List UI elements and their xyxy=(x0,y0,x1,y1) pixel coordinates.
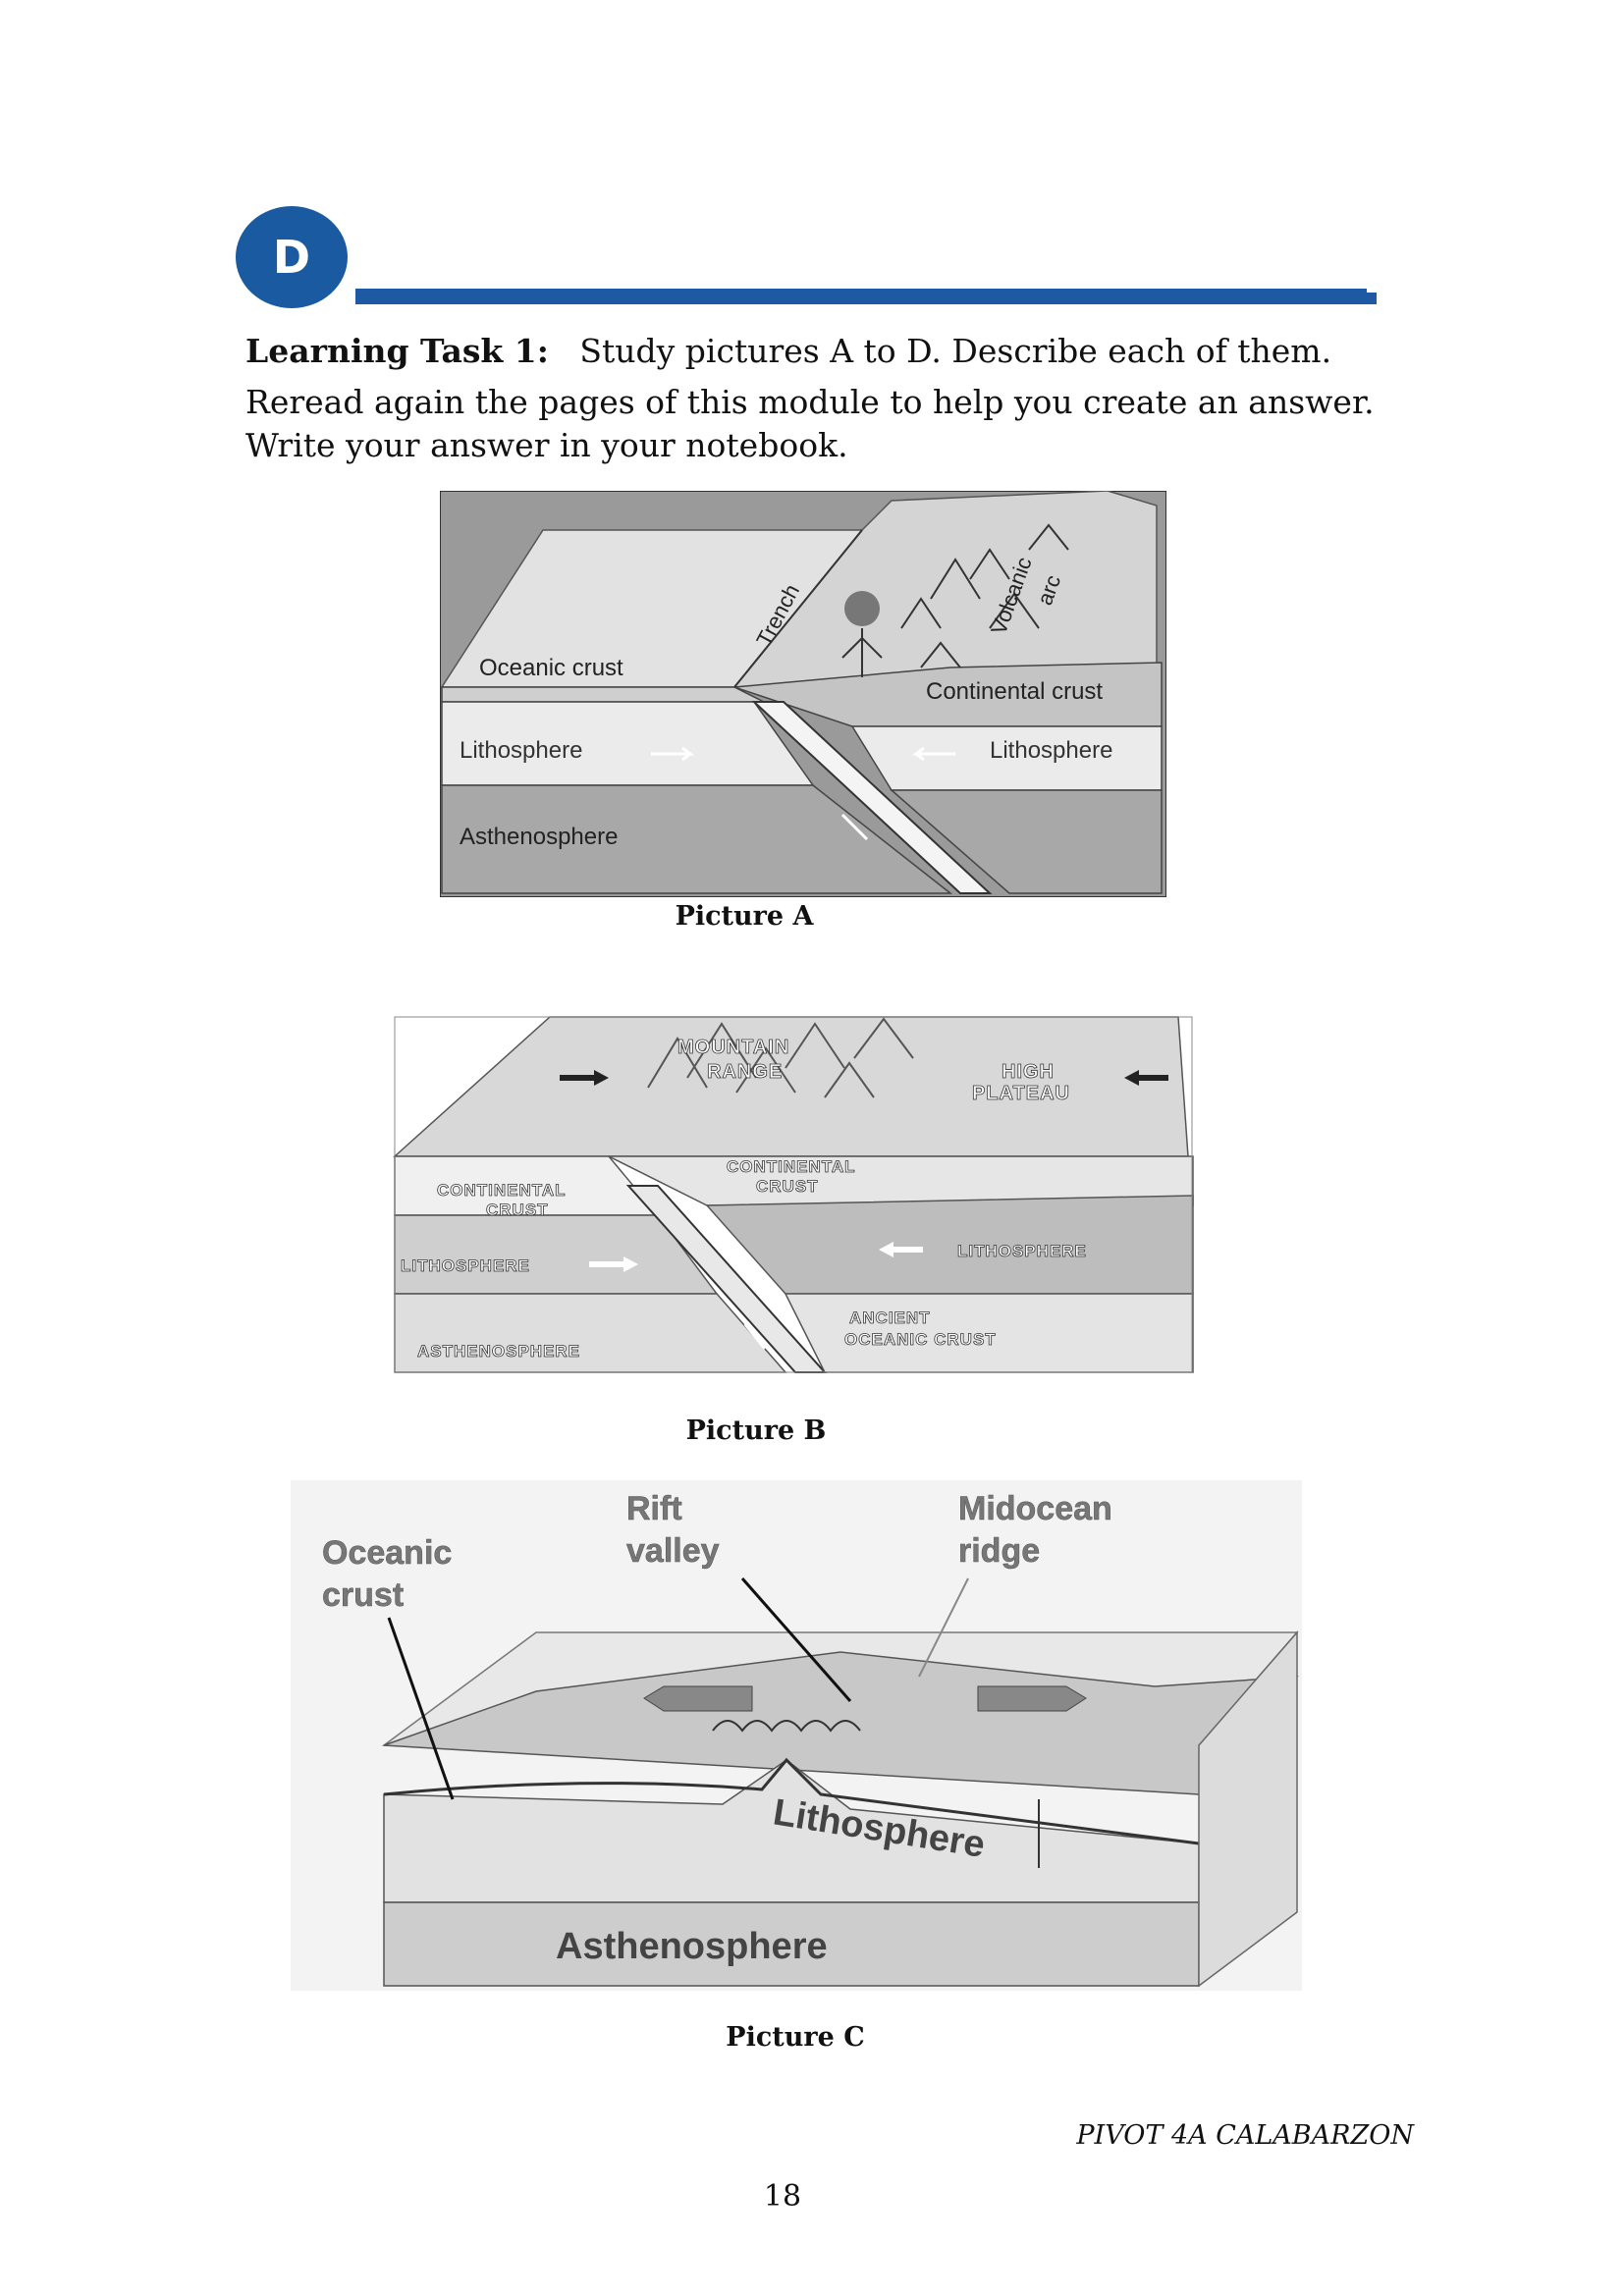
header-rule-top xyxy=(355,289,1367,293)
label-lithosphere-right: Lithosphere xyxy=(990,737,1112,764)
task-line-1: Study pictures A to D. Describe each of … xyxy=(579,332,1332,370)
label-mountain-range-2: RANGE xyxy=(707,1061,783,1083)
label-oceanic-crust-1: Oceanic xyxy=(322,1534,452,1572)
label-rift-valley-2: valley xyxy=(626,1532,720,1570)
picture-b-caption: Picture B xyxy=(685,1415,827,1446)
picture-a-caption: Picture A xyxy=(675,901,814,932)
label-continental-crust-left-1: CONTINENTAL xyxy=(437,1181,567,1200)
picture-c-diagram: Oceanic crust Rift valley Midocean ridge… xyxy=(291,1480,1302,1991)
page-number: 18 xyxy=(763,2179,802,2214)
header-rule xyxy=(355,293,1377,304)
picture-a-diagram: Oceanic crust Lithosphere Lithosphere As… xyxy=(440,491,1166,897)
label-asthenosphere: Asthenosphere xyxy=(556,1926,828,1967)
label-mountain-range-1: MOUNTAIN xyxy=(677,1037,789,1058)
task-line-2: Reread again the pages of this module to… xyxy=(245,383,1375,421)
label-midocean-ridge-2: ridge xyxy=(958,1532,1040,1570)
label-lithosphere-left: LITHOSPHERE xyxy=(401,1256,530,1275)
picture-c-caption: Picture C xyxy=(726,2022,865,2053)
section-badge: D xyxy=(236,206,348,308)
label-continental-crust-mid-2: CRUST xyxy=(756,1177,819,1196)
task-line-3: Write your answer in your notebook. xyxy=(245,426,848,464)
label-rift-valley-1: Rift xyxy=(626,1490,682,1527)
label-high-plateau-2: PLATEAU xyxy=(972,1083,1070,1104)
label-asthenosphere: ASTHENOSPHERE xyxy=(417,1342,580,1361)
label-lithosphere-right: LITHOSPHERE xyxy=(957,1242,1087,1260)
label-ancient-oceanic-crust-1: ANCIENT xyxy=(849,1308,931,1327)
learning-task-text: Learning Task 1: Study pictures A to D. … xyxy=(245,326,1443,471)
label-lithosphere-left: Lithosphere xyxy=(460,737,582,764)
label-continental-crust: Continental crust xyxy=(926,678,1103,705)
label-continental-crust-left-2: CRUST xyxy=(486,1201,549,1219)
task-label: Learning Task 1: xyxy=(245,332,549,370)
picture-b-diagram: MOUNTAIN RANGE HIGH PLATEAU CONTINENTAL … xyxy=(393,1016,1194,1373)
label-continental-crust-mid-1: CONTINENTAL xyxy=(727,1157,856,1176)
label-high-plateau-1: HIGH xyxy=(1001,1061,1055,1083)
label-ancient-oceanic-crust-2: OCEANIC CRUST xyxy=(844,1330,997,1349)
label-oceanic-crust: Oceanic crust xyxy=(479,655,623,681)
label-asthenosphere: Asthenosphere xyxy=(460,824,618,850)
label-oceanic-crust-2: crust xyxy=(322,1576,404,1614)
footer-brand: PIVOT 4A CALABARZON xyxy=(1076,2120,1414,2151)
label-midocean-ridge-1: Midocean xyxy=(958,1490,1112,1527)
